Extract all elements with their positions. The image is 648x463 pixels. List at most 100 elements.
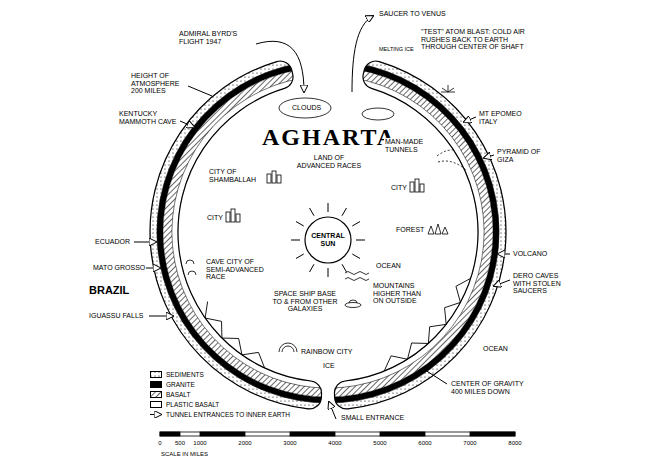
building: [231, 209, 235, 222]
sun-ray: [296, 254, 304, 259]
tunnel-arrow: [494, 280, 510, 286]
saucer-arrow: [352, 16, 373, 92]
region-label: ICE: [322, 362, 336, 370]
scale-bar: [160, 432, 515, 436]
sun-rays: [291, 203, 365, 277]
region-label: FOREST: [395, 226, 425, 234]
sun-ray: [342, 208, 347, 216]
sun-ray: [352, 222, 360, 227]
flying-saucer: [345, 303, 361, 308]
mountain-range: [205, 302, 264, 368]
scale-bar: [160, 432, 180, 436]
region-label: SPACE SHIP BASE TO & FROM OTHER GALAXIES: [268, 290, 342, 313]
legend-row: GRANITE: [150, 381, 195, 388]
callout-label: SAUCER TO VENUS: [378, 10, 447, 18]
city-label: CITY: [206, 214, 224, 222]
region-label: MOUNTAINS HIGHER THAN ON OUTSIDE: [372, 282, 432, 305]
tree: [428, 226, 434, 234]
scale-number: 500: [174, 440, 186, 447]
leader-line: [422, 368, 447, 384]
place-label: ECUADOR: [94, 238, 131, 246]
scale-number: 6000: [417, 440, 432, 447]
cloud: [279, 98, 331, 118]
sun-ray: [356, 240, 365, 241]
tree: [435, 224, 441, 234]
legend-row: PLASTIC BASALT: [150, 401, 219, 408]
cave: [186, 260, 194, 264]
sun-circle-outline: [305, 217, 351, 263]
legend-sample: [150, 391, 162, 398]
scale-bar: [290, 432, 335, 436]
city-label: RAINBOW CITY: [300, 348, 353, 356]
building: [277, 175, 281, 183]
legend-arrow: [150, 414, 161, 415]
earth-shell: [150, 57, 506, 410]
callout-label: CENTER OF GRAVITY 400 MILES DOWN: [450, 380, 532, 395]
sun-ray: [310, 264, 315, 272]
legend-text: GRANITE: [166, 381, 195, 388]
scale-number: 0: [157, 440, 162, 447]
sun-ray: [296, 222, 304, 227]
scale-number: 5000: [372, 440, 387, 447]
scale-number: 8000: [507, 440, 522, 447]
sun-ray: [352, 254, 360, 259]
legend-swatch: [150, 381, 162, 388]
legend-swatch: [150, 401, 162, 408]
building: [272, 171, 276, 183]
tunnel-arrow: [498, 254, 510, 255]
building: [236, 214, 240, 222]
atom-blast: [441, 85, 455, 92]
rainbow: [282, 346, 294, 352]
building: [267, 174, 271, 183]
scale-number: 4000: [327, 440, 342, 447]
legend-text: TUNNEL ENTRANCES TO INNER EARTH: [166, 411, 290, 418]
building: [226, 212, 230, 222]
legend-sample: [150, 371, 162, 378]
region-label: DERO CAVES WITH STOLEN SAUCERS: [512, 272, 572, 295]
building: [420, 184, 424, 192]
ocean-wave: [345, 278, 369, 281]
tunnel-arrow: [484, 155, 494, 158]
scale-title: SCALE IN MILES: [160, 451, 209, 458]
legend-text: PLASTIC BASALT: [166, 401, 219, 408]
building: [410, 182, 414, 192]
tunnel-arrow: [134, 242, 156, 243]
city-label: CAVE CITY OF SEMI-ADVANCED RACE: [205, 258, 272, 281]
tunnel-arrow: [180, 121, 194, 127]
place-label: KENTUCKY MAMMOTH CAVE: [118, 110, 180, 125]
region-label: OCEAN: [375, 262, 402, 270]
tunnel: [438, 161, 466, 170]
legend-text: BASALT: [166, 391, 190, 398]
cloud: [362, 108, 394, 120]
sun-ray: [328, 203, 329, 212]
sun-ray: [310, 208, 315, 216]
place-label: MATO GROSSO: [92, 264, 146, 272]
ocean-wave: [345, 272, 369, 275]
scale-number: 7000: [462, 440, 477, 447]
node-label: CENTRAL SUN: [311, 232, 345, 247]
callout-label: HEIGHT OF ATMOSPHERE 200 MILES: [130, 72, 187, 95]
callout-label: SMALL ENTRANCE: [340, 414, 405, 422]
flying-saucer: [349, 300, 357, 303]
country-label: BRAZIL: [88, 284, 130, 296]
building: [415, 179, 419, 192]
place-label: PYRAMID OF GIZA: [496, 148, 543, 163]
legend-pattern: [151, 372, 162, 378]
place-label: MT EPOMEO ITALY: [478, 110, 535, 125]
leader-line: [188, 86, 212, 96]
region-label: MAN-MADE TUNNELS: [384, 138, 436, 153]
legend-pattern: [151, 392, 162, 398]
place-label: VOLCANO: [512, 250, 548, 258]
legend-row: SEDIMENTS: [150, 371, 204, 378]
region-label: OCEAN: [482, 345, 509, 353]
cave: [188, 271, 196, 275]
tunnel-arrow: [329, 402, 336, 419]
legend-row: TUNNEL ENTRANCES TO INNER EARTH: [150, 411, 290, 418]
scale-number: 1000: [192, 440, 207, 447]
callout-label: MELTING ICE: [378, 46, 415, 52]
city-label: CITY OF SHAMBALLAH: [208, 168, 265, 183]
scale-bar: [200, 432, 245, 436]
scale-bar: [380, 432, 425, 436]
region-label: CLOUDS: [291, 104, 322, 112]
